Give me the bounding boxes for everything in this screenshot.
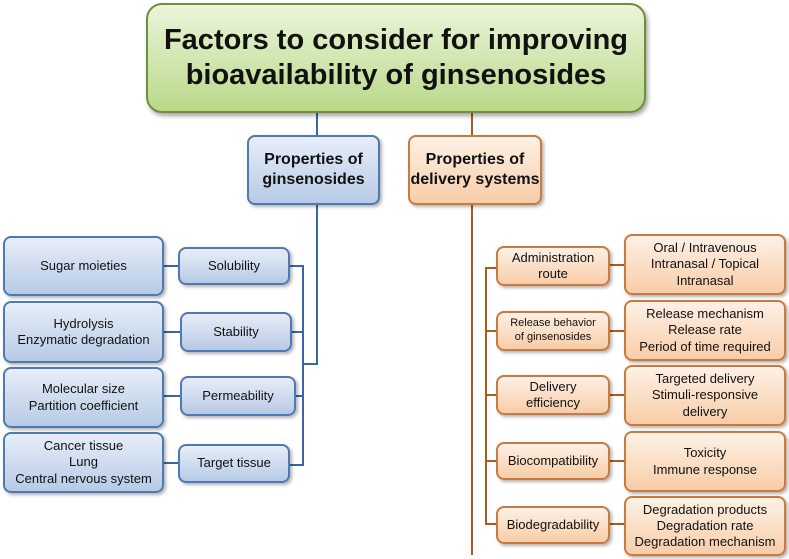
- detail-text: Immune response: [652, 461, 758, 477]
- detail-text: Degradation products: [642, 501, 768, 517]
- property-label-line: efficiency: [526, 395, 580, 410]
- detail-text: Period of time required: [639, 338, 771, 354]
- property-biodegradability: Biodegradability: [496, 506, 610, 544]
- detail-text: Partition coefficient: [28, 397, 139, 413]
- detail-text: Oral / Intravenous: [653, 240, 757, 256]
- property-target-tissue: Target tissue: [178, 444, 290, 483]
- property-administration-route: Administration route: [496, 246, 610, 286]
- property-solubility-label: Solubility: [207, 257, 261, 273]
- category-ginsenosides-line-1: Properties of: [264, 151, 363, 168]
- detail-permeability: Molecular size Partition coefficient: [3, 367, 164, 428]
- detail-biocompatibility: Toxicity Immune response: [624, 431, 786, 492]
- property-release-behavior: Release behavior of ginsenosides: [496, 311, 610, 351]
- detail-text: Release mechanism: [646, 306, 764, 322]
- title-line-1: Factors to consider for improving: [163, 24, 629, 57]
- category-ginsenosides-line-2: ginsenosides: [262, 171, 365, 188]
- diagram-title: Factors to consider for improving bioava…: [146, 3, 646, 113]
- detail-delivery-efficiency: Targeted delivery Stimuli-responsive del…: [624, 365, 786, 426]
- property-delivery-efficiency: Delivery efficiency: [496, 375, 610, 415]
- connector-ginsenosides-trunk: [303, 205, 318, 365]
- category-delivery-line-1: Properties of: [425, 151, 525, 168]
- detail-target-tissue: Cancer tissue Lung Central nervous syste…: [3, 432, 164, 493]
- detail-text: Hydrolysis: [53, 315, 114, 331]
- property-biocompatibility: Biocompatibility: [496, 442, 610, 480]
- detail-stability: Hydrolysis Enzymatic degradation: [3, 301, 164, 363]
- property-stability-label: Stability: [213, 323, 259, 339]
- detail-text: Degradation mechanism: [634, 534, 776, 550]
- property-permeability: Permeability: [180, 376, 296, 416]
- detail-biodegradability: Degradation products Degradation rate De…: [624, 496, 786, 556]
- detail-text: Sugar moieties: [40, 257, 127, 273]
- property-label-line: Delivery: [529, 378, 577, 394]
- connector-ginsenosides-bracket: [290, 265, 304, 466]
- detail-text: Stimuli-responsive: [651, 387, 759, 403]
- property-label-line: Release behavior: [510, 317, 596, 330]
- category-delivery-line-2: delivery systems: [410, 171, 540, 188]
- property-stability: Stability: [180, 312, 292, 352]
- detail-text: Intranasal / Topical: [650, 256, 760, 272]
- detail-text: Lung: [69, 454, 98, 470]
- category-delivery-systems: Properties of delivery systems: [408, 135, 542, 205]
- property-label-line: Biocompatibility: [507, 452, 599, 468]
- detail-text: delivery: [682, 403, 728, 419]
- property-label-line: Biodegradability: [506, 516, 600, 532]
- category-ginsenosides: Properties of ginsenosides: [247, 135, 380, 205]
- property-label-line: route: [538, 266, 568, 281]
- property-target-tissue-label: Target tissue: [197, 455, 271, 471]
- detail-text: Release rate: [668, 322, 742, 338]
- title-line-2: bioavailability of ginsenosides: [185, 59, 607, 91]
- detail-text: Central nervous system: [15, 470, 152, 486]
- property-solubility: Solubility: [178, 247, 290, 285]
- detail-release-behavior: Release mechanism Release rate Period of…: [624, 300, 786, 361]
- detail-administration-route: Oral / Intravenous Intranasal / Topical …: [624, 234, 786, 295]
- property-label-line: Administration: [511, 249, 595, 265]
- detail-text: Degradation rate: [656, 517, 754, 533]
- property-label-line: of ginsenosides: [514, 331, 592, 343]
- detail-text: Enzymatic degradation: [17, 332, 150, 347]
- detail-text: Molecular size: [41, 381, 126, 397]
- detail-text: Toxicity: [683, 445, 727, 461]
- detail-text: Cancer tissue: [43, 438, 124, 454]
- property-permeability-label: Permeability: [202, 387, 274, 403]
- detail-solubility: Sugar moieties: [3, 236, 164, 296]
- detail-text: Intranasal: [676, 272, 734, 288]
- detail-text: Targeted delivery: [655, 371, 755, 387]
